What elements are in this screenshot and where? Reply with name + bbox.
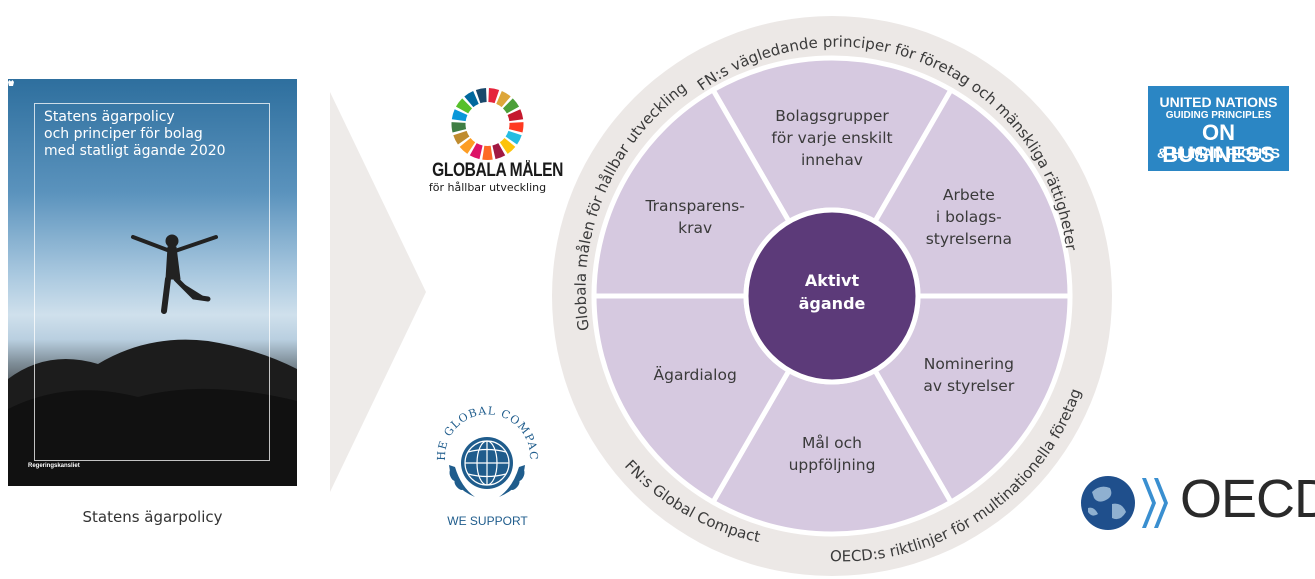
- wheel-segment-label: innehav: [801, 151, 863, 169]
- wheel-segment-label: krav: [678, 219, 712, 237]
- sdg-ring-segment: [499, 137, 516, 154]
- wheel-segment-label: i bolags-: [936, 208, 1002, 226]
- un-guiding-principles-logo: UNITED NATIONS GUIDING PRINCIPLES ON BUS…: [1148, 86, 1289, 171]
- cover-title-line: Statens ägarpolicy: [44, 109, 175, 125]
- cover-title-line: med statligt ägande 2020: [44, 143, 226, 159]
- un-logo-line2: GUIDING PRINCIPLES: [1165, 110, 1272, 121]
- center-label-line2: ägande: [799, 294, 866, 313]
- sdg-ring-segment: [496, 90, 511, 108]
- sdg-title: GLOBALA MÅLEN: [432, 160, 563, 181]
- wheel-segment-label: för varje enskilt: [771, 129, 892, 147]
- wheel-segment-label: uppföljning: [789, 456, 876, 474]
- oecd-globe-icon: [1081, 476, 1168, 530]
- center-circle: [743, 207, 921, 385]
- global-compact-logo: THE GLOBAL COMPACT: [425, 395, 539, 497]
- cover-photo: [8, 234, 297, 486]
- sdg-ring-segment: [469, 143, 483, 160]
- sdg-ring-segment: [451, 109, 468, 122]
- policy-cover: Statens ägarpolicy och principer för bol…: [8, 79, 297, 486]
- un-logo-line4: & HUMAN RIGHTS: [1157, 145, 1280, 161]
- ownership-wheel: Aktivt ägande Bolagsgrupper för varje ens…: [552, 16, 1112, 576]
- sdg-ring-segment: [508, 122, 524, 133]
- cover-title-line: och principer för bolag: [44, 126, 203, 142]
- wheel-segment-label: Nominering: [924, 355, 1014, 373]
- sdg-ring-segment: [507, 109, 524, 122]
- wheel-segment-label: av styrelser: [923, 377, 1014, 395]
- sdg-ring-segment: [488, 88, 500, 104]
- sdg-ring-segment: [453, 130, 470, 145]
- un-logo-line1: UNITED NATIONS: [1159, 94, 1278, 110]
- oecd-wordmark: OECD: [1180, 469, 1315, 529]
- center-label-line1: Aktivt: [805, 271, 860, 290]
- sdg-ring-segment: [455, 98, 473, 114]
- cover-frame: [34, 103, 270, 461]
- segment-group: [591, 55, 1073, 537]
- cover-caption: Statens ägarpolicy: [82, 508, 223, 526]
- un-logo-line3: ON BUSINESS: [1162, 120, 1275, 167]
- sdg-ring-segment: [505, 130, 522, 145]
- wheel-segment-label: Arbete: [943, 186, 995, 204]
- chevron-arrow: [330, 92, 426, 492]
- wheel-segment-label: Mål och: [802, 434, 862, 452]
- sdg-ring-segment: [464, 90, 479, 108]
- sdg-ring-segment: [492, 143, 506, 160]
- cover-title: Statens ägarpolicy och principer för bol…: [44, 109, 274, 160]
- cover-publisher: Regeringskansliet: [28, 463, 80, 469]
- sdg-subtitle: för hållbar utveckling: [428, 181, 547, 194]
- sdg-ring-segment: [451, 122, 467, 133]
- sdg-ring-segment: [482, 145, 493, 160]
- wheel-segment-label: styrelserna: [926, 230, 1012, 248]
- wheel-segment-label: Ägardialog: [654, 365, 737, 384]
- sdg-ring-segment: [459, 137, 476, 154]
- wheel-segment-label: Bolagsgrupper: [775, 107, 889, 125]
- sdg-ring-segment: [475, 88, 487, 104]
- sdg-ring-segment: [502, 98, 520, 114]
- crown-icon: [8, 80, 14, 86]
- wheel-segment-label: Transparens-: [644, 197, 744, 215]
- global-compact-support: WE SUPPORT: [447, 514, 528, 528]
- sdg-wheel-icon: [451, 88, 524, 160]
